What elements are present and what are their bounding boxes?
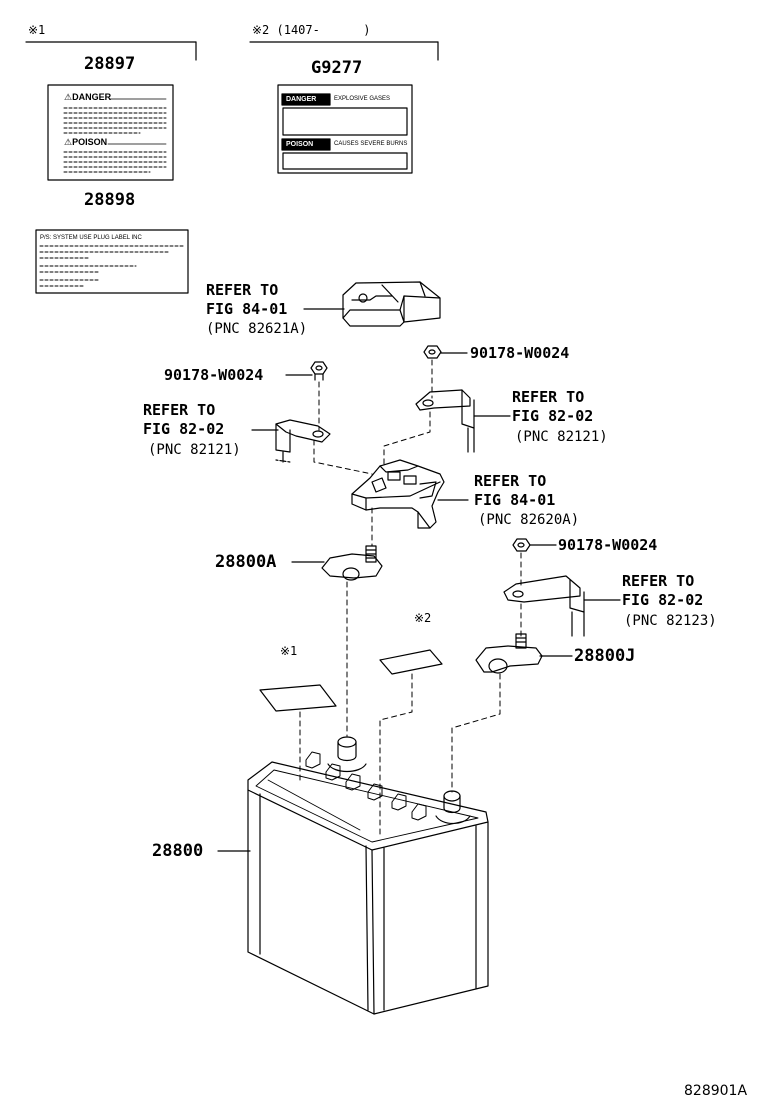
ref3-line1[interactable]: REFER TO	[512, 388, 585, 406]
label-sheet-2-drawing	[379, 649, 443, 675]
ref5-line3[interactable]: (PNC 82123)	[624, 613, 717, 629]
part-number-28898[interactable]: 28898	[84, 190, 136, 210]
ref4-line1[interactable]: REFER TO	[474, 472, 547, 490]
ref3-line2[interactable]: FIG 82-02	[512, 407, 594, 425]
note2-header: ※2 (1407- )	[252, 23, 371, 37]
ref2-line2[interactable]: FIG 82-02	[143, 420, 225, 438]
part-number-bolt-2[interactable]: 90178-W0024	[470, 344, 570, 362]
ref2-line1[interactable]: REFER TO	[143, 401, 216, 419]
part-number-28800a[interactable]: 28800A	[215, 552, 277, 572]
ref1-line3[interactable]: (PNC 82621A)	[206, 321, 308, 337]
explosive-text: EXPLOSIVE GASES	[334, 96, 391, 102]
ref1-line2[interactable]: FIG 84-01	[206, 300, 288, 318]
ref4-line2[interactable]: FIG 84-01	[474, 491, 556, 509]
figure-id: 828901A	[684, 1083, 748, 1099]
assembly-lines	[299, 359, 522, 837]
bus-bar-right-drawing	[415, 389, 475, 453]
note1-header: ※1	[28, 23, 46, 37]
ref5-line2[interactable]: FIG 82-02	[622, 591, 704, 609]
label-28898-drawing	[35, 229, 189, 294]
label3-header-text: P/S: SYSTEM USE PLUG LABEL INC	[40, 235, 142, 241]
bus-bar-left-drawing	[275, 419, 331, 463]
nut-2-drawing	[423, 345, 442, 359]
terminal-28800a-drawing	[321, 545, 383, 581]
danger-text-2: DANGER	[286, 96, 317, 103]
nut-1-drawing	[310, 361, 328, 381]
terminal-28800j-drawing	[475, 633, 543, 674]
battery-drawing	[247, 736, 489, 1015]
label-g9277-drawing	[277, 84, 413, 174]
part-number-28800[interactable]: 28800	[152, 841, 204, 861]
note1-marker: ※1	[280, 644, 298, 658]
part-number-28800j[interactable]: 28800J	[574, 646, 636, 666]
label-sheet-1-drawing	[259, 684, 337, 712]
ref3-line3[interactable]: (PNC 82121)	[515, 429, 608, 445]
bus-bar-neg-drawing	[503, 575, 585, 637]
part-number-bolt-1[interactable]: 90178-W0024	[164, 366, 264, 384]
ref2-line3[interactable]: (PNC 82121)	[148, 442, 241, 458]
danger-text-1: ⚠DANGER	[64, 92, 112, 102]
causes-text: CAUSES SEVERE BURNS	[334, 141, 408, 147]
poison-text-2: POISON	[286, 141, 314, 148]
part-number-g9277[interactable]: G9277	[311, 58, 363, 78]
poison-text-1: ⚠POISON	[64, 137, 108, 147]
part-number-28897[interactable]: 28897	[84, 54, 136, 74]
ref5-line1[interactable]: REFER TO	[622, 572, 695, 590]
nut-3-drawing	[512, 538, 531, 552]
ref1-line1[interactable]: REFER TO	[206, 281, 279, 299]
fuse-cover-drawing	[342, 281, 441, 327]
ref4-line3[interactable]: (PNC 82620A)	[478, 512, 580, 528]
note2-marker: ※2	[414, 611, 432, 625]
fuse-box-drawing	[351, 459, 445, 529]
part-number-bolt-3[interactable]: 90178-W0024	[558, 536, 658, 554]
label-28897-drawing	[47, 84, 174, 181]
